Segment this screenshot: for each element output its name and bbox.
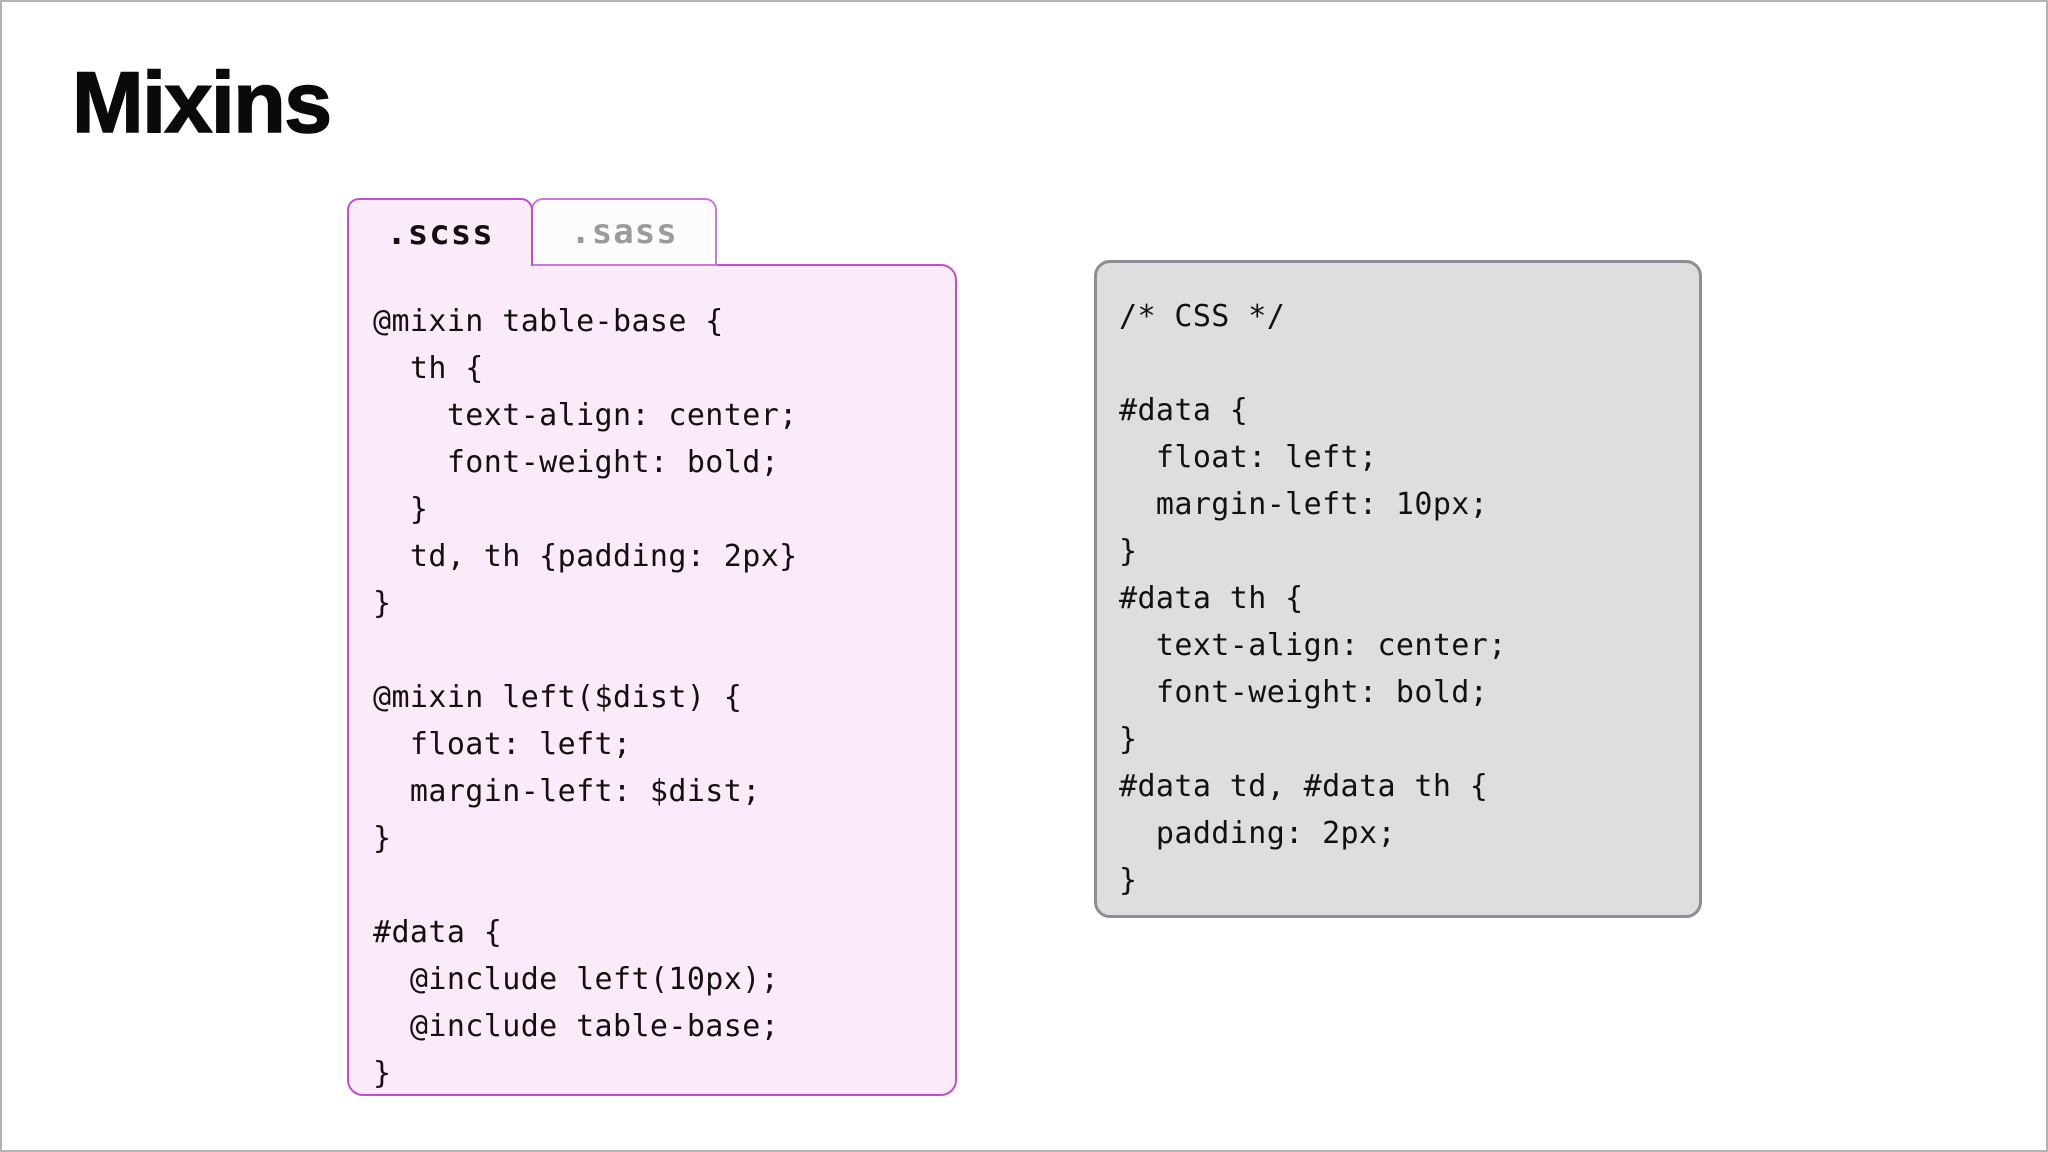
tab-sass[interactable]: .sass xyxy=(531,198,717,266)
tab-sass-label: .sass xyxy=(570,212,678,252)
css-output-panel: /* CSS */ #data { float: left; margin-le… xyxy=(1094,260,1702,918)
tab-scss[interactable]: .scss xyxy=(347,198,533,266)
css-code-text: /* CSS */ #data { float: left; margin-le… xyxy=(1119,299,1507,898)
syntax-tab-bar: .scss .sass xyxy=(347,198,717,266)
scss-code-body: @mixin table-base { th { text-align: cen… xyxy=(347,264,957,1096)
scss-code-text: @mixin table-base { th { text-align: cen… xyxy=(373,304,798,1091)
tab-scss-label: .scss xyxy=(386,213,494,253)
scss-code-panel: .scss .sass @mixin table-base { th { tex… xyxy=(347,198,957,1098)
page-title: Mixins xyxy=(71,55,333,151)
